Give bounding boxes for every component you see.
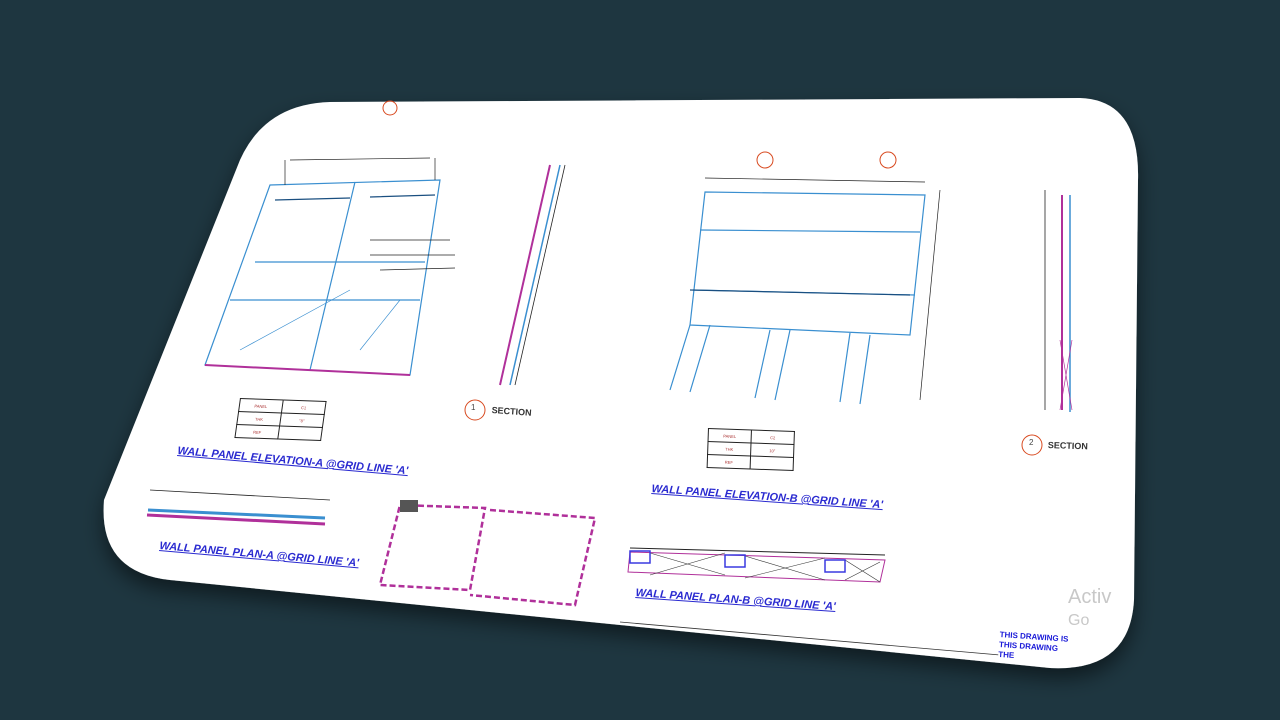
plan-b-drawing	[627, 547, 886, 583]
section-1-number: 1	[471, 403, 476, 412]
table-cell: REF	[707, 454, 751, 469]
elevation-b-outline	[704, 177, 941, 401]
table-cell	[750, 456, 794, 471]
border-line	[619, 621, 1001, 656]
drawing-stamp: THIS DRAWING IS THIS DRAWING THE	[997, 630, 1069, 665]
section-marker-b1	[756, 151, 774, 169]
floor-plan-drawing	[378, 503, 597, 607]
section-1-circle	[464, 399, 486, 421]
elevation-b-drawing	[669, 191, 926, 405]
section-1-drawing	[499, 164, 566, 386]
table-cell	[277, 426, 323, 441]
elevation-a-dimensions	[284, 157, 456, 271]
table-cell: REF	[234, 424, 280, 439]
section-marker-b2	[879, 151, 897, 169]
elevation-a-drawing	[204, 179, 441, 376]
activation-watermark-line1: Activ	[1068, 586, 1112, 608]
card-background	[103, 98, 1139, 669]
activation-watermark-line2: Go	[1068, 612, 1090, 629]
section-2-label: SECTION	[1047, 440, 1088, 452]
hatched-column	[400, 500, 418, 512]
section-2-drawing	[1044, 190, 1073, 412]
section-marker-top	[382, 100, 398, 116]
section-2-number: 2	[1029, 438, 1034, 447]
plan-a-drawing	[146, 489, 331, 526]
section-2-circle	[1021, 434, 1043, 456]
